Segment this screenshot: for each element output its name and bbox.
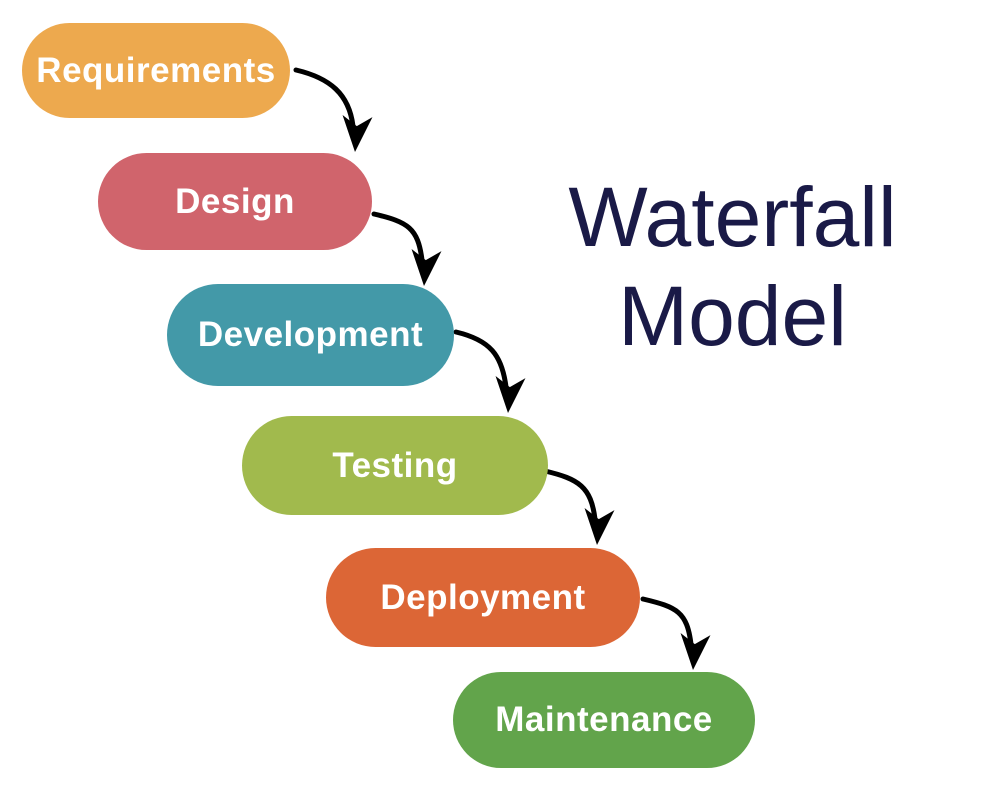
stage-deployment-label: Deployment <box>380 577 586 617</box>
stage-maintenance-label: Maintenance <box>495 700 713 739</box>
stage-maintenance: Maintenance <box>453 672 755 768</box>
stage-development-label: Development <box>197 315 424 354</box>
arrow-testing-to-deployment <box>542 468 615 545</box>
stage-design: Design <box>98 153 372 250</box>
arrow-development-to-testing <box>453 329 526 413</box>
arrowhead-icon <box>584 508 615 545</box>
diagram-title: Waterfall Model <box>545 168 920 366</box>
stage-requirements-label: Requirements <box>36 50 276 90</box>
stage-design-label: Design <box>175 181 295 221</box>
diagram-title-line1: Waterfall <box>568 170 897 264</box>
stage-deployment: Deployment <box>326 548 640 647</box>
arrowhead-icon <box>342 115 373 152</box>
arrowhead-icon <box>411 249 442 286</box>
arrow-deployment-to-maintenance <box>640 596 711 670</box>
stage-testing-label: Testing <box>332 445 458 485</box>
arrow-requirements-to-design <box>293 67 373 152</box>
stage-testing: Testing <box>242 416 548 515</box>
arrow-design-to-development <box>371 211 442 286</box>
stage-development: Development <box>167 284 454 386</box>
arrowhead-icon <box>680 633 711 670</box>
arrowhead-icon <box>495 376 526 413</box>
diagram-title-line2: Model <box>618 269 847 363</box>
stage-requirements: Requirements <box>22 23 290 118</box>
